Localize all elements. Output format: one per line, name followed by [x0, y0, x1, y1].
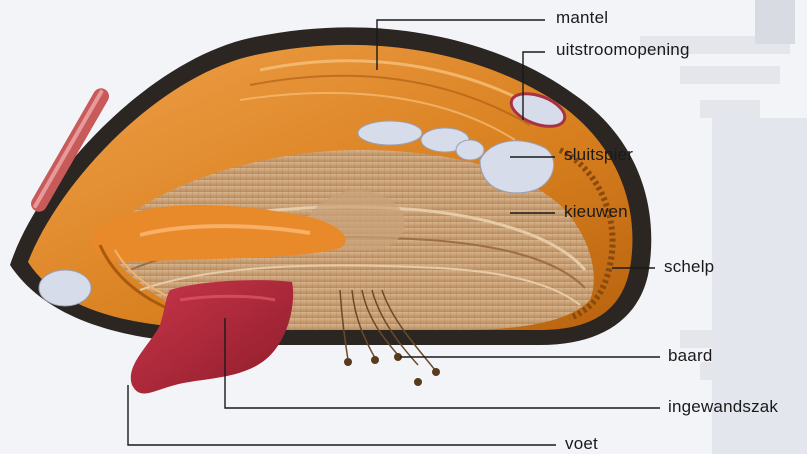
label-baard: baard [668, 346, 712, 366]
adductor-muscle [358, 121, 422, 145]
sluitspier-muscle [480, 141, 554, 193]
label-kieuwen: kieuwen [564, 202, 628, 222]
label-schelp: schelp [664, 257, 714, 277]
label-ingewandszak: ingewandszak [668, 397, 778, 417]
label-voet: voet [565, 434, 598, 454]
anterior-adductor [39, 270, 91, 306]
label-sluitspier: sluitspier [564, 145, 633, 165]
adductor-muscle [456, 140, 484, 160]
label-mantel: mantel [556, 8, 608, 28]
label-uitstroomopening: uitstroomopening [556, 40, 690, 60]
